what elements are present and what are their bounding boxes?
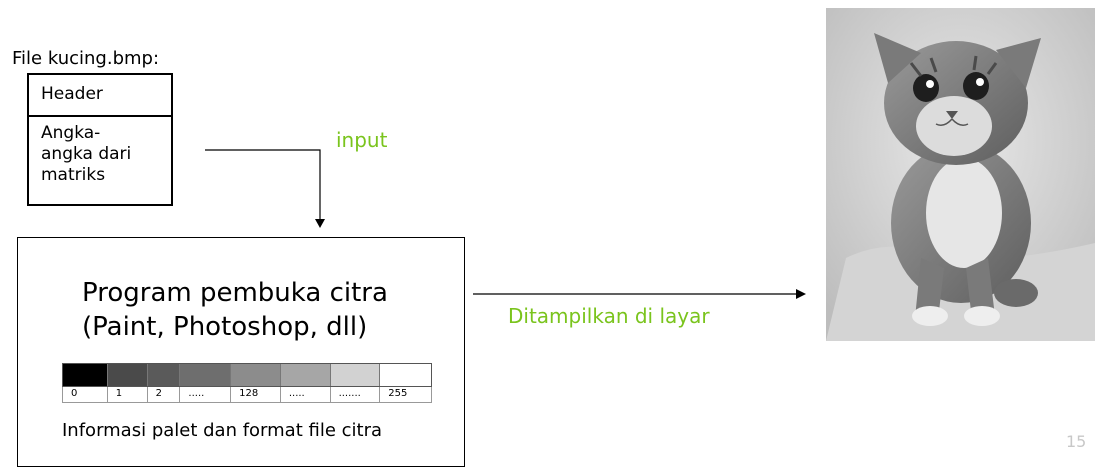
palette-caption: Informasi palet dan format file citra [62, 420, 383, 441]
display-arrow [473, 289, 806, 299]
palette-label: 0 [63, 387, 108, 402]
file-body-line: matriks [41, 165, 106, 185]
palette-swatch [63, 364, 108, 386]
program-title-line: Program pembuka citra [82, 278, 388, 308]
palette-swatch [380, 364, 431, 386]
palette-label: ....... [331, 387, 381, 402]
page-number: 15 [1066, 432, 1087, 451]
palette-bar [62, 363, 432, 387]
palette-swatch [180, 364, 232, 386]
display-label: Ditampilkan di layar [508, 304, 710, 328]
input-label: input [336, 128, 388, 152]
palette-swatch [107, 364, 148, 386]
program-box: Program pembuka citra (Paint, Photoshop,… [17, 237, 465, 467]
kitten-photo [826, 8, 1095, 341]
input-arrow [205, 149, 325, 228]
file-label: File kucing.bmp: [12, 48, 160, 69]
palette-swatch [280, 364, 331, 386]
file-header-cell: Header [29, 75, 171, 117]
palette-label: 2 [148, 387, 181, 402]
palette-swatch [147, 364, 181, 386]
program-title: Program pembuka citra (Paint, Photoshop,… [82, 276, 388, 344]
palette-label: 128 [231, 387, 281, 402]
file-body-line: angka dari [41, 144, 132, 164]
palette-swatch [330, 364, 381, 386]
palette-label: ..... [281, 387, 331, 402]
file-body-line: Angka- [41, 123, 101, 143]
palette-swatch [231, 364, 281, 386]
palette-label: 1 [108, 387, 148, 402]
program-title-line: (Paint, Photoshop, dll) [82, 312, 368, 342]
file-structure-box: Header Angka- angka dari matriks [27, 73, 173, 206]
palette-label: 255 [388, 388, 408, 399]
palette-label: ..... [180, 387, 232, 402]
file-body-cell: Angka- angka dari matriks [41, 123, 161, 186]
